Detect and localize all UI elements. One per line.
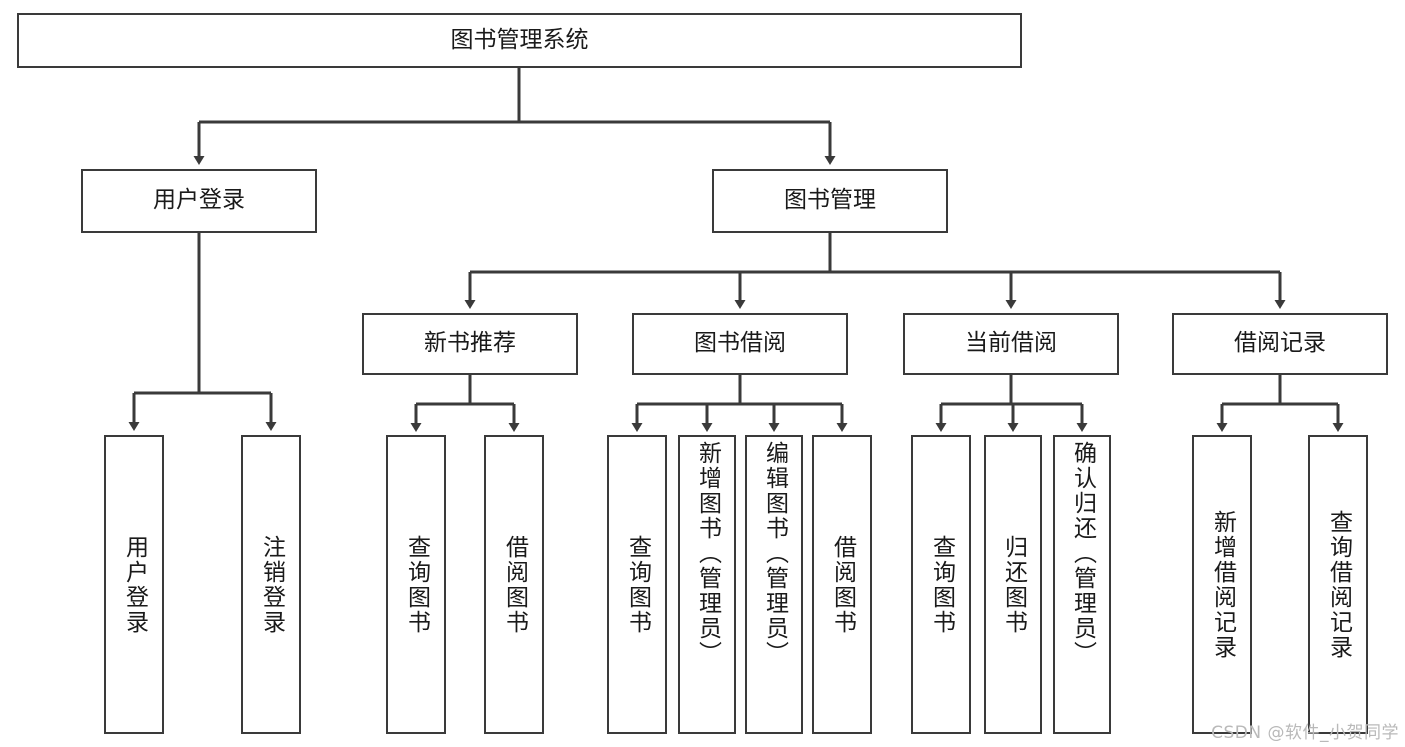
node-user-login[interactable]: 用户登录 <box>81 169 317 233</box>
node-user-login-label: 用户登录 <box>153 187 245 214</box>
leaf-user-logout-label: 注销登录 <box>258 534 285 635</box>
csdn-watermark: CSDN @软件_小贺同学 <box>1211 723 1399 743</box>
leaf-new-books-query[interactable]: 查询图书 <box>386 435 446 734</box>
leaf-borrow-edit-book-label: 编辑图书（管理员） <box>761 441 788 666</box>
leaf-user-login[interactable]: 用户登录 <box>104 435 164 734</box>
leaf-new-books-query-label: 查询图书 <box>403 534 430 635</box>
leaf-new-books-borrow-label: 借阅图书 <box>501 534 528 635</box>
leaf-current-return-label: 归还图书 <box>1000 534 1027 635</box>
leaf-borrow-edit-book[interactable]: 编辑图书（管理员） <box>745 435 803 734</box>
node-new-book-recommend-label: 新书推荐 <box>424 330 516 357</box>
node-book-management-label: 图书管理 <box>784 187 876 214</box>
node-book-borrow[interactable]: 图书借阅 <box>632 313 848 375</box>
leaf-user-login-label: 用户登录 <box>121 534 148 635</box>
node-book-management[interactable]: 图书管理 <box>712 169 948 233</box>
leaf-user-logout[interactable]: 注销登录 <box>241 435 301 734</box>
node-root-label: 图书管理系统 <box>450 26 589 53</box>
leaf-borrow-book[interactable]: 借阅图书 <box>812 435 872 734</box>
leaf-current-confirm-return-label: 确认归还（管理员） <box>1069 441 1096 666</box>
leaf-current-query[interactable]: 查询图书 <box>911 435 971 734</box>
leaf-borrow-query[interactable]: 查询图书 <box>607 435 667 734</box>
node-borrow-records-label: 借阅记录 <box>1234 330 1326 357</box>
leaf-new-books-borrow[interactable]: 借阅图书 <box>484 435 544 734</box>
node-new-book-recommend[interactable]: 新书推荐 <box>362 313 578 375</box>
leaf-borrow-add-book-label: 新增图书（管理员） <box>694 441 721 666</box>
node-book-borrow-label: 图书借阅 <box>694 330 786 357</box>
leaf-records-query-label: 查询借阅记录 <box>1325 509 1352 660</box>
leaf-records-add[interactable]: 新增借阅记录 <box>1192 435 1252 734</box>
leaf-borrow-query-label: 查询图书 <box>624 534 651 635</box>
leaf-records-query[interactable]: 查询借阅记录 <box>1308 435 1368 734</box>
leaf-borrow-book-label: 借阅图书 <box>829 534 856 635</box>
node-root[interactable]: 图书管理系统 <box>17 13 1022 68</box>
node-current-borrow[interactable]: 当前借阅 <box>903 313 1119 375</box>
leaf-records-add-label: 新增借阅记录 <box>1209 509 1236 660</box>
leaf-borrow-add-book[interactable]: 新增图书（管理员） <box>678 435 736 734</box>
leaf-current-query-label: 查询图书 <box>928 534 955 635</box>
node-current-borrow-label: 当前借阅 <box>965 330 1057 357</box>
node-borrow-records[interactable]: 借阅记录 <box>1172 313 1388 375</box>
leaf-current-return[interactable]: 归还图书 <box>984 435 1042 734</box>
leaf-current-confirm-return[interactable]: 确认归还（管理员） <box>1053 435 1111 734</box>
